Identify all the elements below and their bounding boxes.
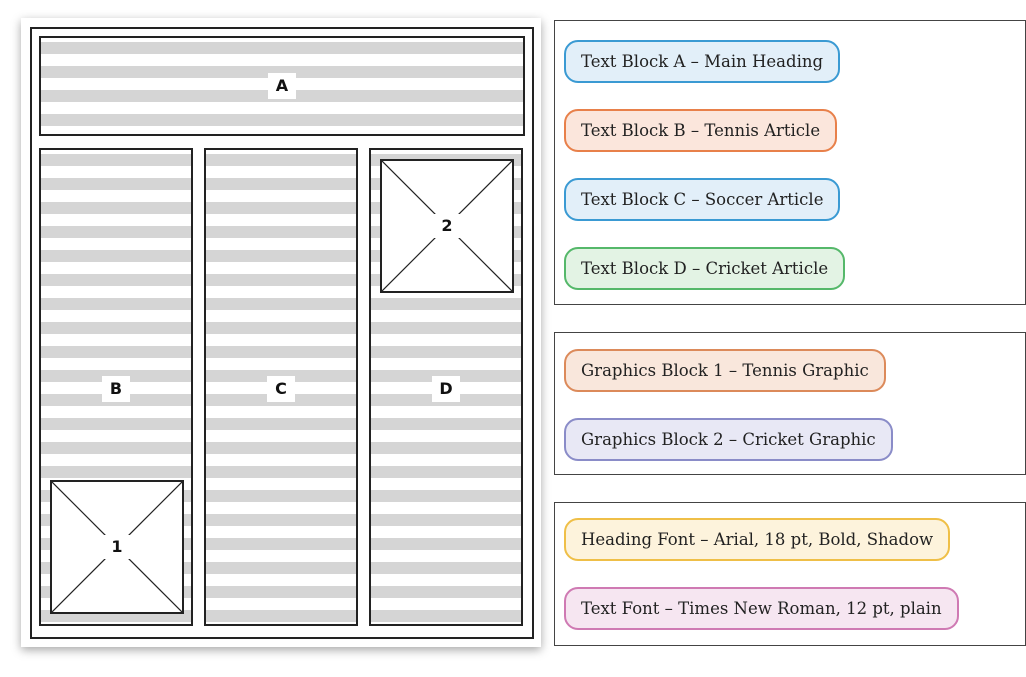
region-label-c: C — [267, 376, 295, 402]
legend-graphics-block-1: Graphics Block 1 – Tennis Graphic — [564, 349, 886, 392]
region-label-d: D — [432, 376, 460, 402]
graphic-label-1: 1 — [104, 535, 130, 559]
legend-heading-font: Heading Font – Arial, 18 pt, Bold, Shado… — [564, 518, 951, 561]
region-label-a: A — [268, 73, 296, 99]
text-block-a-region: A — [39, 36, 525, 136]
graphics-block-2: 2 — [380, 159, 514, 293]
legend-text-block-c: Text Block C – Soccer Article — [564, 178, 841, 221]
legend-text-block-b: Text Block B – Tennis Article — [564, 109, 838, 152]
text-blocks-legend-panel: Text Block A – Main Heading Text Block B… — [554, 20, 1026, 305]
region-label-b: B — [102, 376, 130, 402]
graphic-label-2: 2 — [434, 214, 460, 238]
text-block-c-region: C — [204, 148, 358, 626]
legend-text-block-a: Text Block A – Main Heading — [564, 40, 841, 83]
legend-text-block-d: Text Block D – Cricket Article — [564, 247, 846, 290]
legend-text-font: Text Font – Times New Roman, 12 pt, plai… — [564, 587, 959, 630]
graphics-block-1: 1 — [50, 480, 184, 614]
page-frame: A B 1 C D 2 — [30, 27, 534, 639]
legend-graphics-block-2: Graphics Block 2 – Cricket Graphic — [564, 418, 893, 461]
graphics-blocks-legend-panel: Graphics Block 1 – Tennis Graphic Graphi… — [554, 332, 1026, 475]
text-block-b-region: B 1 — [39, 148, 193, 626]
page-layout-sheet: A B 1 C D 2 — [21, 18, 541, 647]
fonts-legend-panel: Heading Font – Arial, 18 pt, Bold, Shado… — [554, 502, 1026, 646]
text-block-d-region: D 2 — [369, 148, 523, 626]
